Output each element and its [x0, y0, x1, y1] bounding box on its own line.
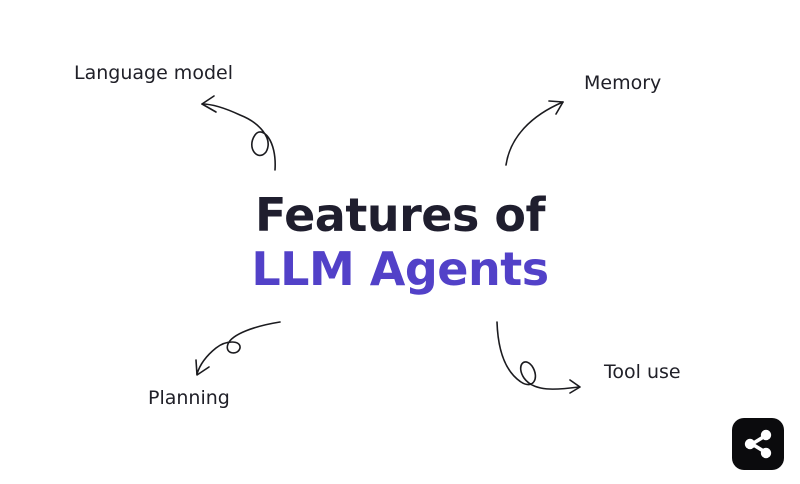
- arrow-tool-use-shaft: [496, 321, 580, 390]
- arrow-to-planning: [195, 321, 281, 376]
- feature-label-language-model: Language model: [74, 62, 233, 84]
- arrow-tool-use-head: [569, 379, 581, 394]
- arrow-to-memory: [505, 100, 564, 166]
- arrow-language-model-shaft: [201, 103, 276, 171]
- arrow-planning-head: [195, 359, 210, 376]
- feature-label-memory: Memory: [584, 72, 662, 94]
- arrow-memory-head: [548, 100, 564, 115]
- arrow-to-language-model: [201, 95, 276, 171]
- feature-label-tool-use: Tool use: [604, 361, 681, 383]
- feature-label-planning: Planning: [148, 387, 230, 409]
- arrow-planning-shaft: [196, 321, 281, 375]
- arrow-memory-shaft: [505, 101, 564, 166]
- title-line-2: LLM Agents: [251, 242, 549, 296]
- share-icon: [744, 429, 772, 459]
- title-line-1: Features of: [255, 188, 545, 242]
- arrow-language-model-head: [201, 95, 217, 113]
- share-button[interactable]: [732, 418, 784, 470]
- arrow-to-tool-use: [496, 321, 581, 394]
